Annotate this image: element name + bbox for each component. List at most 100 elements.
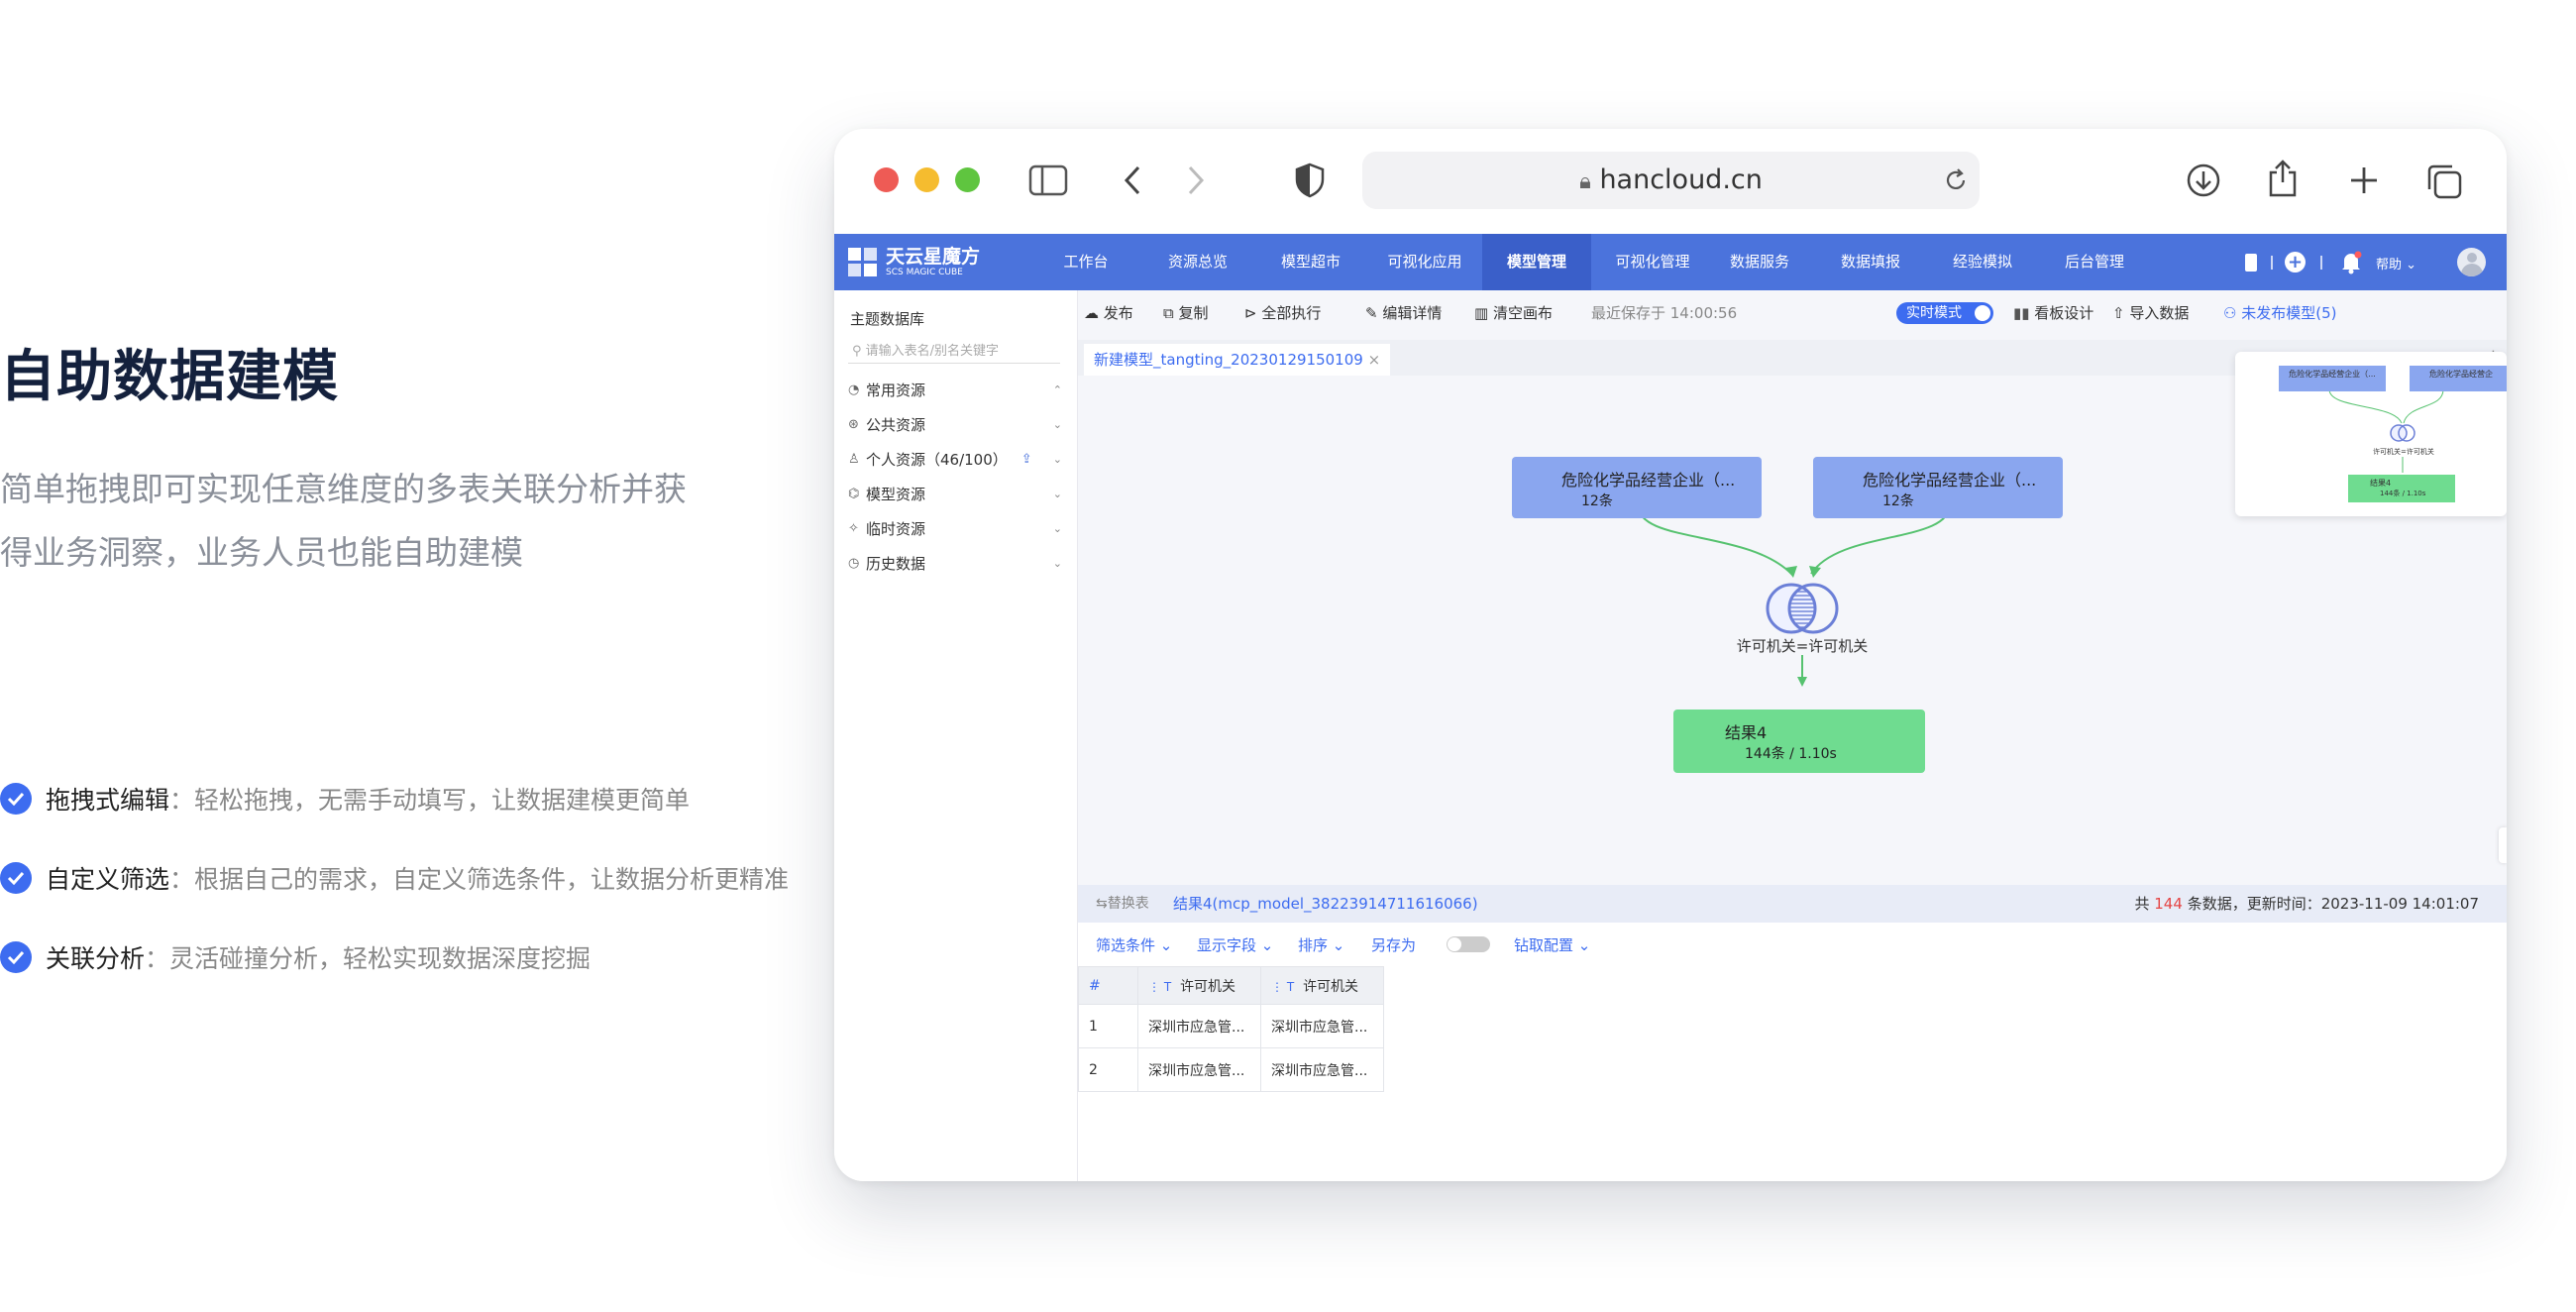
- run-all-button[interactable]: ⊳ 全部执行: [1244, 302, 1321, 323]
- node-title: 危险化学品经营企业（...: [1863, 471, 2037, 490]
- back-icon[interactable]: [1122, 164, 1143, 196]
- column-header[interactable]: ⋮ T 许可机关: [1137, 966, 1261, 1005]
- publish-button[interactable]: ☁ 发布: [1084, 302, 1133, 323]
- total-prefix: 共: [2134, 895, 2150, 913]
- node-title: 危险化学品经营企业（...: [1561, 471, 1736, 490]
- feature-label: 关联分析: [46, 944, 146, 973]
- sidebar-item-label: 公共资源: [866, 415, 926, 434]
- column-header-label: 许可机关: [1303, 978, 1359, 995]
- sidebar-toggle-icon[interactable]: [1028, 164, 1068, 196]
- model-canvas[interactable]: 危险化学品经营企业（... 12条 危险化学品经营企业（... 12条 许可机关…: [1078, 352, 2507, 871]
- user-icon: ♙: [848, 451, 860, 467]
- upload-icon[interactable]: ⇪: [1020, 451, 1032, 467]
- chevron-down-icon[interactable]: ⌄: [1052, 556, 1062, 570]
- nav-data-service[interactable]: 数据服务: [1729, 253, 1789, 271]
- source-node[interactable]: 危险化学品经营企业（... 12条: [1813, 457, 2063, 518]
- sort-dropdown[interactable]: 排序 ⌄: [1298, 936, 1345, 954]
- chevron-down-icon[interactable]: ⌄: [1052, 521, 1062, 535]
- chevron-down-icon[interactable]: ⌄: [1052, 487, 1062, 500]
- shield-icon[interactable]: [1295, 163, 1325, 198]
- total-count: 144: [2154, 895, 2183, 913]
- help-menu[interactable]: 帮助 ⌄: [2376, 258, 2417, 273]
- cube-icon: ⌬: [848, 486, 860, 501]
- clock-icon: ◷: [848, 555, 860, 571]
- sidebar-item-common[interactable]: ◔常用资源⌃: [848, 376, 1062, 403]
- nav-workbench[interactable]: 工作台: [1063, 253, 1109, 271]
- filter-label: 筛选条件: [1096, 936, 1156, 954]
- board-design-button[interactable]: ▮▮ 看板设计: [2013, 302, 2093, 323]
- avatar[interactable]: [2457, 248, 2486, 276]
- logo-icon: [848, 248, 877, 276]
- toggle-knob: [1975, 305, 1990, 321]
- table-row[interactable]: 2 深圳市应急管... 深圳市应急管...: [1078, 1047, 1384, 1092]
- forward-icon[interactable]: [1185, 164, 1207, 196]
- copy-button[interactable]: ⧉ 复制: [1163, 302, 1209, 323]
- nav-model-management[interactable]: 模型管理: [1482, 234, 1591, 290]
- nav-admin[interactable]: 后台管理: [2064, 253, 2124, 271]
- pencil-icon: ✎: [1365, 304, 1378, 322]
- nav-visual-apps[interactable]: 可视化应用: [1387, 253, 1462, 271]
- save-as-toggle[interactable]: [1447, 936, 1490, 952]
- reload-icon[interactable]: [1943, 167, 1969, 193]
- panel-collapse-handle[interactable]: [2499, 827, 2507, 863]
- filter-conditions-dropdown[interactable]: 筛选条件 ⌄: [1096, 936, 1173, 954]
- page-description: 简单拖拽即可实现任意维度的多表关联分析并获 得业务洞察，业务人员也能自助建模: [0, 458, 713, 585]
- sidebar-item-personal[interactable]: ♙个人资源（46/100）⇪⌄: [848, 445, 1062, 473]
- document-icon[interactable]: [2245, 254, 2257, 272]
- search-icon: ⚲: [852, 344, 862, 359]
- edit-detail-button[interactable]: ✎ 编辑详情: [1365, 302, 1442, 323]
- close-window-button[interactable]: [874, 167, 899, 192]
- filter-label: 钻取配置: [1514, 936, 1574, 954]
- new-tab-icon[interactable]: [2348, 164, 2380, 196]
- data-table: # ⋮ T 许可机关 ⋮ T 许可机关 1 深圳市应急管... 深圳市应急管..…: [1078, 966, 1384, 1092]
- row-index: 1: [1078, 1004, 1138, 1048]
- source-node[interactable]: 危险化学品经营企业（... 12条: [1512, 457, 1762, 518]
- chevron-down-icon[interactable]: ⌄: [1052, 417, 1062, 431]
- divider: [2271, 256, 2273, 270]
- sidebar-item-temp[interactable]: ✧临时资源⌄: [848, 514, 1062, 542]
- clear-canvas-button[interactable]: ▥ 清空画布: [1474, 302, 1553, 323]
- nav-experience-sim[interactable]: 经验模拟: [1952, 253, 2012, 271]
- bell-icon[interactable]: [2340, 251, 2362, 274]
- address-bar[interactable]: 🔒︎ hancloud.cn: [1362, 152, 1980, 209]
- add-icon[interactable]: +: [2285, 252, 2306, 273]
- tab-overview-icon[interactable]: [2425, 163, 2463, 200]
- download-icon[interactable]: [2186, 163, 2221, 198]
- close-tab-icon[interactable]: ×: [1367, 351, 1381, 369]
- column-header[interactable]: ⋮ T 许可机关: [1260, 966, 1384, 1005]
- chevron-down-icon[interactable]: ⌄: [1052, 452, 1062, 466]
- url: hancloud.cn: [1599, 164, 1763, 195]
- realtime-toggle[interactable]: 实时模式: [1896, 302, 1993, 324]
- minimap[interactable]: 危险化学品经营企业（... 危险化学品经营企 许可机关=许可机关 结果4 144…: [2235, 352, 2507, 516]
- table-row[interactable]: 1 深圳市应急管... 深圳市应急管...: [1078, 1004, 1384, 1048]
- drill-config-dropdown[interactable]: 钻取配置 ⌄: [1514, 936, 1591, 954]
- display-fields-dropdown[interactable]: 显示字段 ⌄: [1197, 936, 1274, 954]
- copy-label: 复制: [1178, 304, 1209, 322]
- sidebar-item-history[interactable]: ◷历史数据⌄: [848, 549, 1062, 577]
- data-summary: 共 144 条数据，更新时间：2023-11-09 14:01:07: [2134, 885, 2479, 923]
- tab-model[interactable]: 新建模型_tangting_20230129150109 ×: [1084, 344, 1391, 376]
- result-node[interactable]: 结果4 144条 / 1.10s: [1673, 710, 1925, 773]
- nav-resource-overview[interactable]: 资源总览: [1167, 253, 1228, 271]
- chevron-up-icon[interactable]: ⌃: [1052, 383, 1062, 396]
- replace-table-button[interactable]: ⇆替换表: [1096, 885, 1149, 923]
- bar-chart-icon: ▮▮: [2013, 304, 2030, 322]
- result-title: 结果4: [1725, 723, 1768, 742]
- sidebar-item-public[interactable]: ⊛公共资源⌄: [848, 410, 1062, 438]
- join-icon[interactable]: [1766, 583, 1839, 634]
- share-icon[interactable]: [2267, 159, 2299, 198]
- maximize-window-button[interactable]: [955, 167, 980, 192]
- result-meta: 144条 / 1.10s: [1745, 746, 1837, 762]
- import-data-button[interactable]: ⇧ 导入数据: [2112, 302, 2189, 323]
- table-cell: 深圳市应急管...: [1137, 1004, 1261, 1048]
- minimize-window-button[interactable]: [914, 167, 939, 192]
- nav-visual-management[interactable]: 可视化管理: [1615, 253, 1690, 271]
- lock-icon: 🔒︎: [1579, 169, 1591, 194]
- sidebar-search-input[interactable]: ⚲ 请输入表名/别名关键字: [848, 340, 1060, 364]
- nav-model-market[interactable]: 模型超市: [1280, 253, 1341, 271]
- nav-data-fill[interactable]: 数据填报: [1840, 253, 1900, 271]
- row-index: 2: [1078, 1047, 1138, 1092]
- column-header-index: #: [1078, 966, 1138, 1005]
- sidebar-item-model[interactable]: ⌬模型资源⌄: [848, 480, 1062, 507]
- unpublished-models-button[interactable]: ⚇ 未发布模型(5): [2223, 302, 2336, 323]
